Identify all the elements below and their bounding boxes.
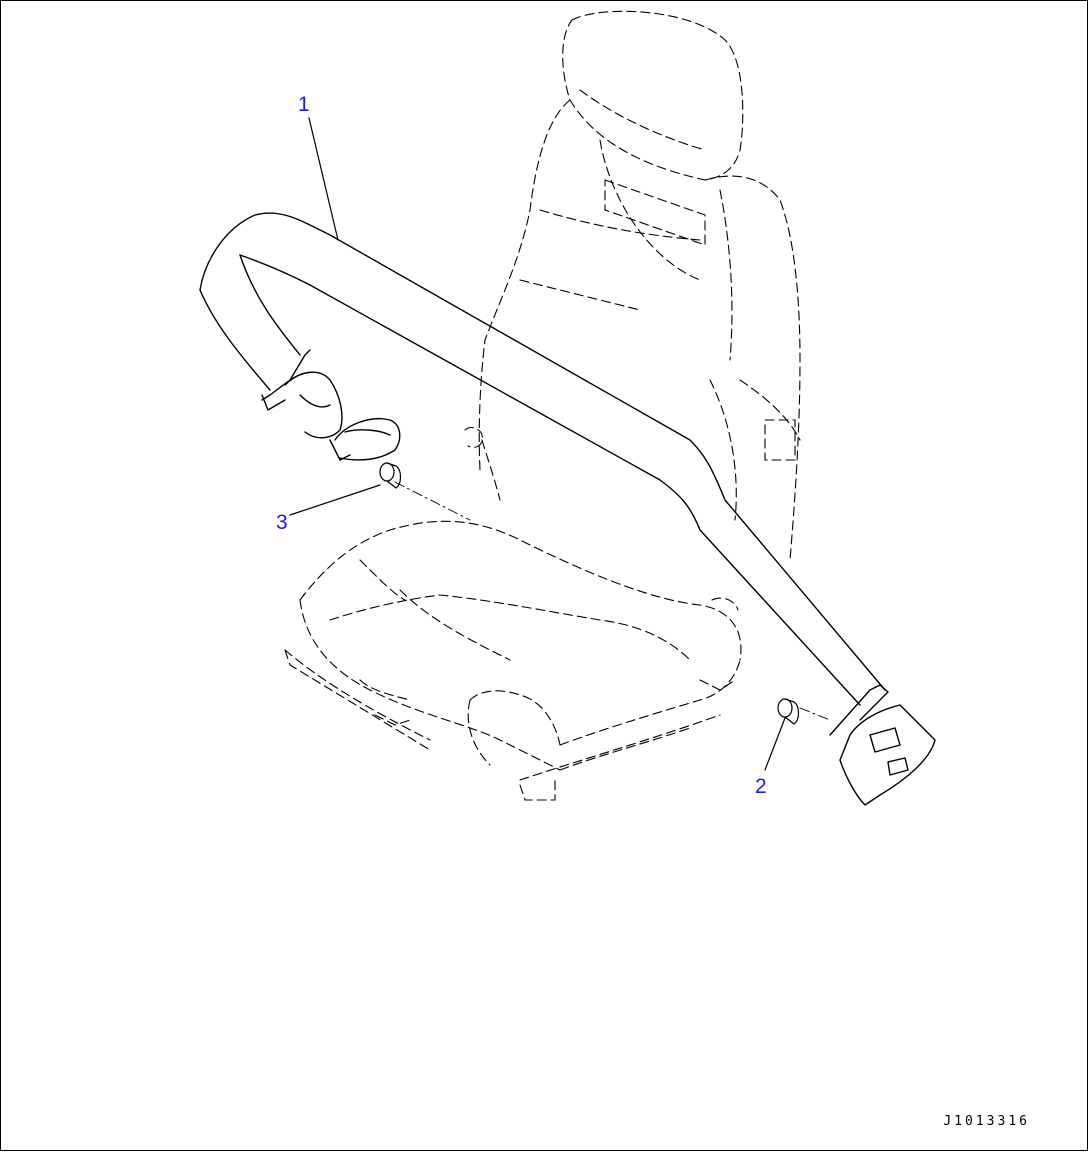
collar-part-2: [777, 698, 800, 725]
callout-2: 2: [755, 775, 767, 798]
drawing-code: J1013316: [943, 1114, 1030, 1129]
callout-3: 3: [276, 511, 288, 534]
seat-outline: [284, 10, 801, 801]
seat-belt-webbing: [199, 212, 936, 806]
leader-lines: [289, 117, 786, 771]
assembly-guide-lines: [394, 481, 831, 721]
collar-part-3: [379, 462, 402, 489]
callout-1: 1: [298, 93, 310, 116]
